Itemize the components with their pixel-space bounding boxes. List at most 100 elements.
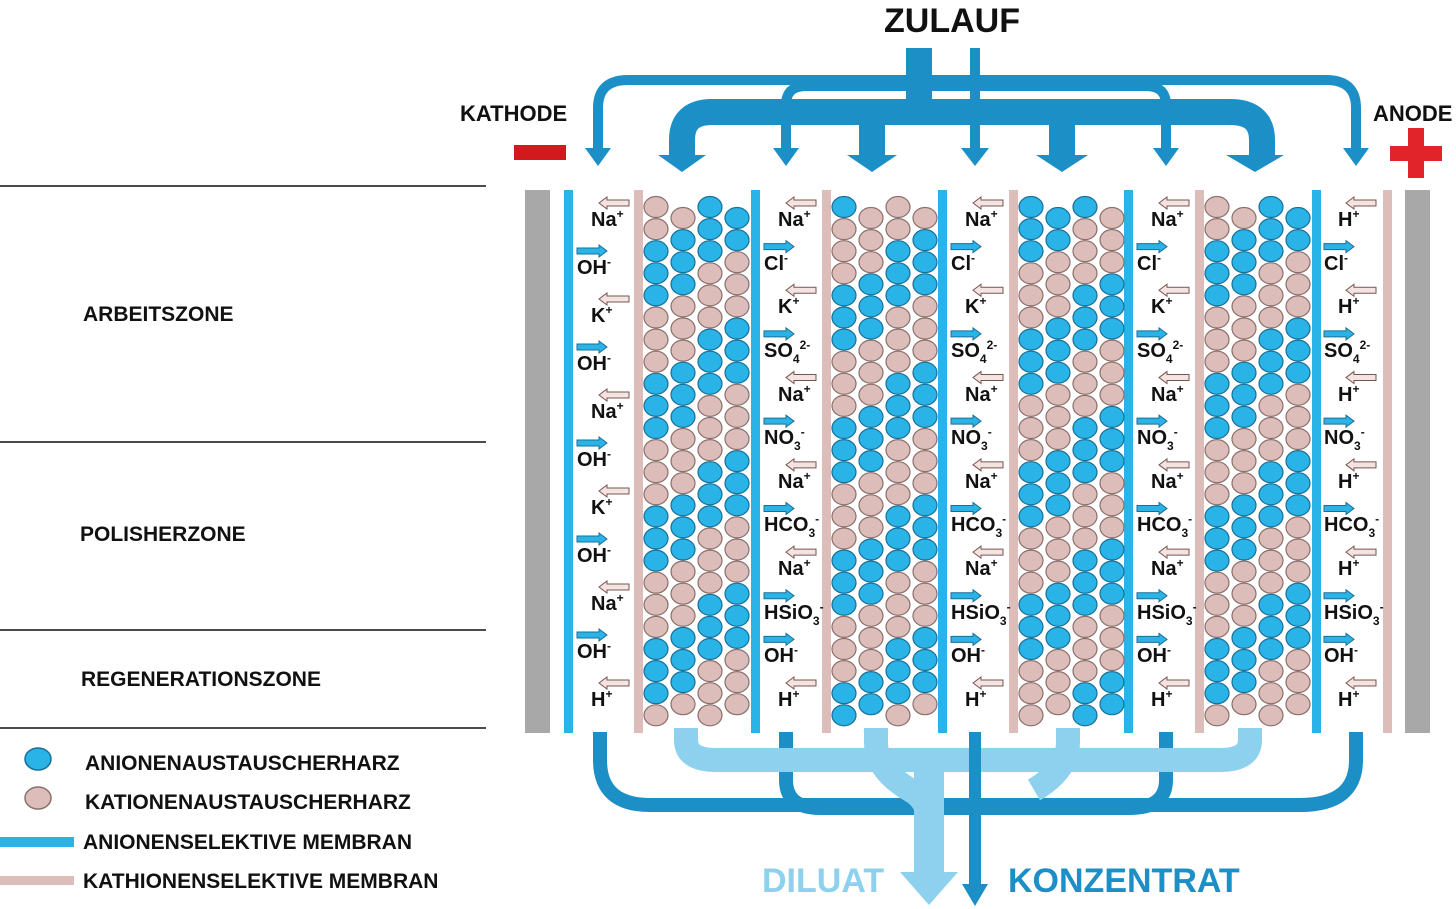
cation-resin-bead <box>831 527 857 550</box>
cation-resin-bead <box>643 593 669 616</box>
ion-label: SO42- <box>1137 337 1184 366</box>
cation-resin-bead <box>670 295 696 318</box>
anion-resin-bead <box>670 538 696 561</box>
anion-resin-bead <box>670 648 696 672</box>
ion-label: Cl- <box>764 250 788 275</box>
cation-resin-bead <box>858 229 884 252</box>
cation-resin-bead <box>831 505 857 528</box>
diluate-label: DILUAT <box>762 862 885 900</box>
cation-resin-bead <box>643 439 669 462</box>
anion-resin-bead <box>1099 582 1125 605</box>
anion-resin-bead <box>831 682 857 705</box>
inlet-arrow-dil-3 <box>1036 155 1088 172</box>
anion-resin-bead <box>1285 604 1311 627</box>
cation-resin-bead <box>912 339 938 362</box>
anion-resin-bead <box>1072 195 1098 219</box>
ion-label: HCO3- <box>764 512 820 541</box>
concentrate-label: KONZENTRAT <box>1008 862 1240 900</box>
cation-flow-arrow <box>598 196 630 210</box>
anion-resin-bead <box>858 273 884 296</box>
ion-label: OH- <box>577 255 611 279</box>
cation-flow-arrow <box>1345 545 1377 560</box>
anion-resin-bead <box>858 427 884 451</box>
cation-resin-bead <box>1045 538 1071 561</box>
cation-resin-bead <box>831 218 857 241</box>
cation-resin-bead <box>724 405 750 428</box>
anion-resin-bead <box>1018 328 1044 351</box>
anion-resin-bead <box>831 284 857 307</box>
ion-label: HCO3- <box>1324 512 1380 541</box>
cation-resin-bead <box>724 670 750 694</box>
cation-flow-arrow <box>785 283 817 298</box>
cation-resin-bead <box>831 637 857 661</box>
anion-flow-arrow <box>576 436 608 450</box>
ion-label: Na+ <box>778 207 811 231</box>
anion-resin-bead <box>697 328 723 351</box>
cation-flow-arrow <box>1158 676 1190 690</box>
cation-resin-bead <box>1045 295 1071 318</box>
cation-resin-bead <box>1045 405 1071 428</box>
cation-flow-arrow <box>785 370 817 385</box>
anion-resin-bead <box>1018 218 1044 241</box>
anion-resin-bead <box>643 682 669 705</box>
anion-resin-bead <box>1204 505 1230 528</box>
cation-resin-bead <box>643 615 669 639</box>
cation-resin-bead <box>858 251 884 274</box>
cation-resin-bead <box>831 615 857 639</box>
anion-resin-bead <box>1045 206 1071 230</box>
cation-resin-bead <box>912 206 938 230</box>
cation-resin-bead <box>1099 626 1125 650</box>
anion-resin-bead <box>858 295 884 318</box>
anion-resin-bead <box>1018 240 1044 263</box>
anion-resin-bead <box>1285 494 1311 517</box>
cation-resin-bead <box>697 659 723 683</box>
cation-resin-bead <box>697 439 723 462</box>
cation-resin-bead <box>1204 704 1230 727</box>
ion-label: SO42- <box>951 337 998 366</box>
diluate-arrow <box>900 872 958 905</box>
anion-resin-bead <box>1204 284 1230 307</box>
cation-resin-bead <box>643 704 669 727</box>
cation-resin-bead <box>697 284 723 307</box>
anion-resin-bead <box>885 505 911 528</box>
cation-resin-bead <box>670 604 696 627</box>
anion-flow-arrow <box>576 244 608 258</box>
anion-flow-arrow <box>1323 414 1355 429</box>
anion-resin-bead <box>912 494 938 517</box>
anion-resin-bead <box>885 549 911 572</box>
anion-resin-bead <box>1045 604 1071 627</box>
anion-resin-bead <box>1018 461 1044 484</box>
outlet-manifold <box>593 728 1363 892</box>
anion-resin-bead <box>1018 505 1044 528</box>
cation-resin-bead <box>885 615 911 639</box>
cation-resin-bead <box>1072 615 1098 639</box>
anion-resin-bead <box>1099 405 1125 428</box>
anion-resin-bead <box>1099 427 1125 451</box>
cation-flow-arrow <box>972 545 1004 560</box>
cation-resin-bead <box>1072 527 1098 550</box>
cation-membrane-4 <box>1195 190 1204 733</box>
anion-resin-bead <box>1258 372 1284 395</box>
cation-resin-bead <box>885 704 911 727</box>
cation-resin-bead <box>1231 450 1257 473</box>
anion-resin-bead <box>724 604 750 627</box>
ion-label: Na+ <box>778 381 811 406</box>
cation-resin-bead <box>1285 648 1311 672</box>
cation-resin-bead <box>697 571 723 594</box>
ion-label: K+ <box>778 294 800 319</box>
cation-resin-bead <box>1099 472 1125 495</box>
anion-membrane-icon <box>0 837 74 847</box>
anion-resin-bead <box>1231 516 1257 539</box>
cation-resin-bead <box>724 538 750 561</box>
cation-resin-bead <box>724 295 750 318</box>
anion-resin-bead <box>643 394 669 417</box>
anion-resin-bead <box>858 405 884 428</box>
anion-resin-bead <box>697 461 723 484</box>
anion-flow-arrow <box>1136 588 1168 603</box>
anion-resin-bead <box>643 284 669 307</box>
cation-resin-bead <box>1258 439 1284 462</box>
anion-resin-bead <box>858 450 884 473</box>
cation-resin-bead <box>1231 472 1257 495</box>
cation-membrane-3 <box>1009 190 1018 733</box>
